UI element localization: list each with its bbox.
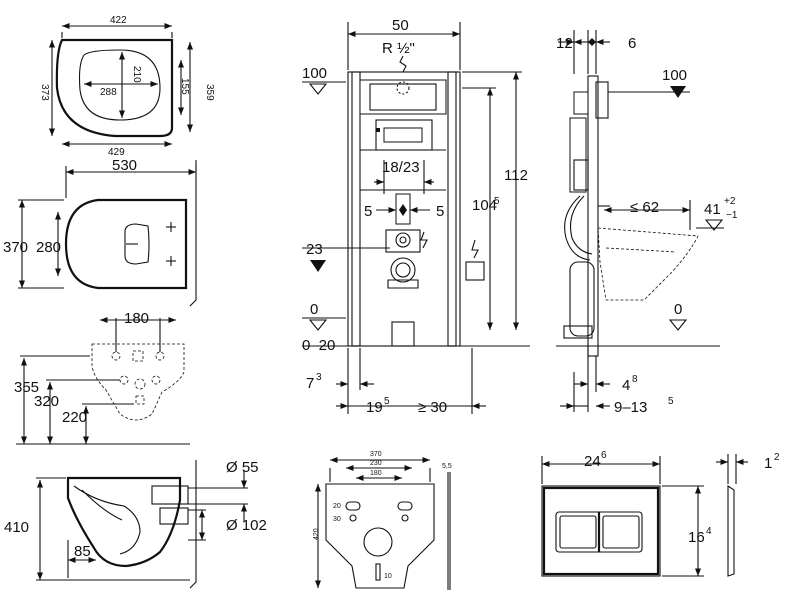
frame-width: 50 xyxy=(392,17,409,34)
acoustic-mat: 370 230 180 420 20 30 10 5,5 xyxy=(313,451,452,590)
frame-front-view: 50 R ½" 18/23 5 5 112 104 5 100 23 0 0–2… xyxy=(302,17,530,416)
flush-plate: 24 6 16 4 1 2 xyxy=(541,450,780,577)
frame-level-100: 100 xyxy=(302,65,327,82)
seat-width-top: 422 xyxy=(110,15,127,26)
seat-depth-outer: 373 xyxy=(39,84,50,101)
side-dim-9-13-sup: 5 xyxy=(668,396,674,407)
mat-width-370: 370 xyxy=(370,451,382,458)
plate-width: 24 xyxy=(584,453,601,470)
side-dim-41-sup: +2 xyxy=(724,196,736,207)
frame-right-5: 5 xyxy=(436,203,444,220)
seat-depth-inner: 359 xyxy=(204,84,215,101)
frame-thread: R ½" xyxy=(382,40,415,57)
bowl-length: 530 xyxy=(112,157,137,174)
plate-height: 16 xyxy=(688,529,705,546)
seat-opening-depth: 210 xyxy=(131,66,142,83)
frame-level-020: 0–20 xyxy=(302,337,335,354)
side-dim-6: 6 xyxy=(628,35,636,52)
bowl-holes-distance: 180 xyxy=(124,310,149,327)
side-dim-62: ≤ 62 xyxy=(630,199,659,216)
side-dim-9-13: 9–13 xyxy=(614,399,647,416)
frame-height-112: 112 xyxy=(504,167,528,184)
frame-dim-19: 19 xyxy=(366,399,383,416)
mat-height-420: 420 xyxy=(313,528,320,540)
seat-top-view: 422 373 359 155 210 288 429 xyxy=(39,15,215,158)
side-dim-41-sub: −1 xyxy=(726,210,738,221)
bowl-outlet: 85 xyxy=(74,543,91,560)
bowl-back-view: 180 355 320 220 xyxy=(14,310,190,445)
side-level-0: 0 xyxy=(674,301,682,318)
bowl-height-220: 220 xyxy=(62,409,87,426)
frame-level-0: 0 xyxy=(310,301,318,318)
seat-width-bottom: 429 xyxy=(108,147,125,158)
mat-thickness: 5,5 xyxy=(442,463,452,470)
mat-dim-10: 10 xyxy=(384,573,392,580)
side-dim-4: 4 xyxy=(622,377,630,394)
plate-thickness: 1 xyxy=(764,455,772,472)
bowl-height-355: 355 xyxy=(14,379,39,396)
mat-dim-30: 30 xyxy=(333,516,341,523)
frame-side-view: 12 6 100 ≤ 62 41 +2 −1 0 4 8 9–13 5 xyxy=(556,30,738,416)
frame-height-104-sup: 5 xyxy=(494,196,500,207)
frame-dim-7: 7 xyxy=(306,375,314,392)
bowl-height-320: 320 xyxy=(34,393,59,410)
frame-height-104: 104 xyxy=(472,197,497,214)
mat-width-180: 180 xyxy=(370,470,382,477)
side-dim-12: 12 xyxy=(556,35,573,52)
seat-opening-width: 288 xyxy=(100,87,117,98)
plate-width-sup: 6 xyxy=(601,450,607,461)
seat-opening-offset: 155 xyxy=(179,78,190,95)
bowl-side-view: 410 85 Ø 55 Ø 102 xyxy=(4,459,267,589)
mat-dim-20: 20 xyxy=(333,503,341,510)
frame-dim-19-sup: 5 xyxy=(384,396,390,407)
bowl-width: 370 xyxy=(3,239,28,256)
bowl-side-height: 410 xyxy=(4,519,29,536)
plate-thickness-sup: 2 xyxy=(774,452,780,463)
frame-dim-30: ≥ 30 xyxy=(418,399,447,416)
side-dim-4-sup: 8 xyxy=(632,374,638,385)
frame-level-23: 23 xyxy=(306,241,323,258)
frame-left-5: 5 xyxy=(364,203,372,220)
bowl-pipe-55: Ø 55 xyxy=(226,459,259,476)
frame-dim-7-sup: 3 xyxy=(316,372,322,383)
bowl-top-view: 530 370 280 xyxy=(3,157,197,307)
side-level-100: 100 xyxy=(662,67,687,84)
mat-width-230: 230 xyxy=(370,460,382,467)
side-dim-41: 41 xyxy=(704,201,721,218)
bowl-inner: 280 xyxy=(36,239,61,256)
frame-spacing: 18/23 xyxy=(382,159,420,176)
bowl-pipe-102: Ø 102 xyxy=(226,517,267,534)
plate-height-sup: 4 xyxy=(706,526,712,537)
